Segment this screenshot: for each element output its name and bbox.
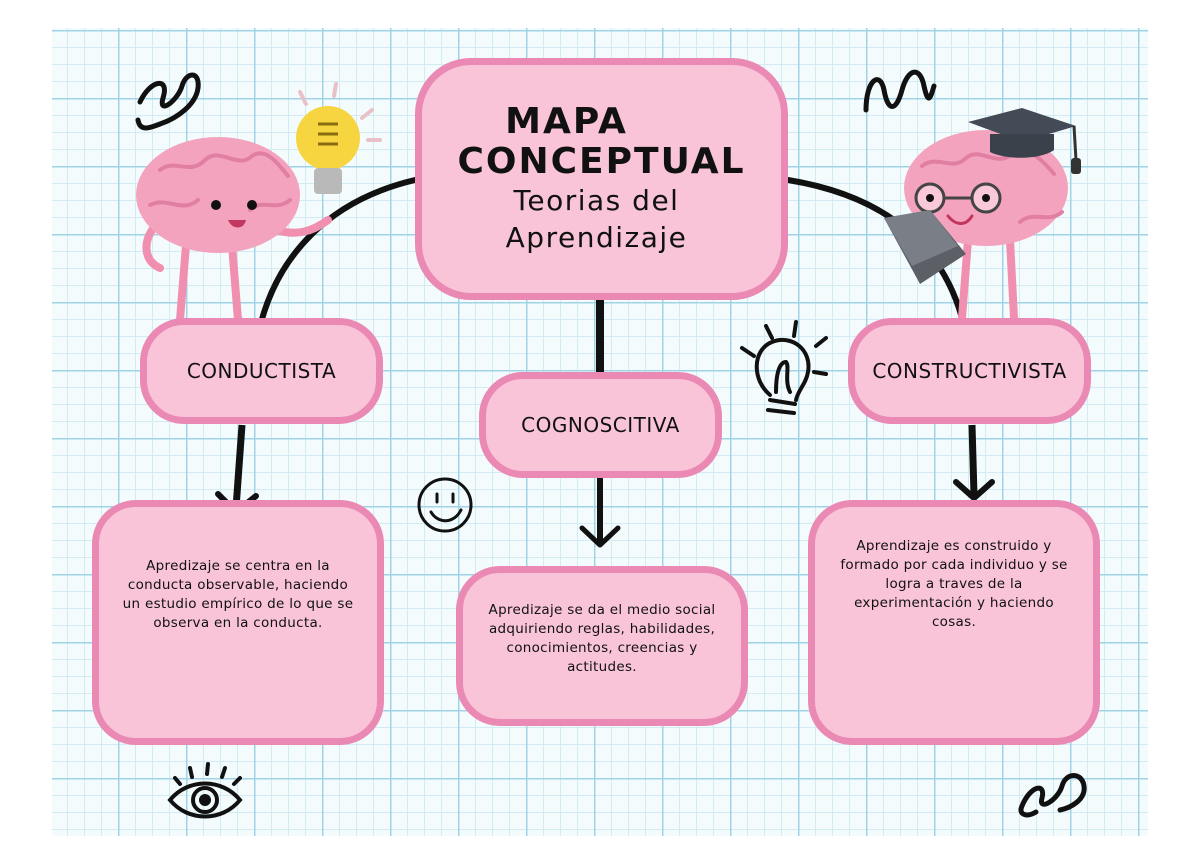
arrowhead-cognoscitiva-description <box>579 525 621 548</box>
description-text: Apredizaje se da el medio social adquiri… <box>488 602 716 675</box>
connector-title-to-conductista <box>255 177 418 338</box>
connector-conductista-to-description <box>232 424 246 509</box>
concept-conductista: CONDUCTISTA <box>140 318 383 424</box>
title-line-teorias: Teorias del <box>513 184 680 217</box>
concept-cognoscitiva: COGNOSCITIVA <box>479 372 722 478</box>
squiggle-icon <box>135 72 201 131</box>
title-line-aprendizaje: Aprendizaje <box>505 221 688 254</box>
description-cognoscitiva: Apredizaje se da el medio social adquiri… <box>456 566 748 726</box>
title-line-mapa: MAPA <box>505 101 628 142</box>
concept-label: CONDUCTISTA <box>186 359 337 383</box>
arrowhead-constructivista-description <box>953 479 995 501</box>
concept-label: CONSTRUCTIVISTA <box>872 359 1067 383</box>
description-conductista: Apredizaje se centra en la conducta obse… <box>92 500 384 745</box>
connector-constructivista-to-description <box>968 424 978 496</box>
eye-icon <box>167 762 243 819</box>
lightbulb-doodle-icon <box>740 320 828 415</box>
brain-with-graduation-cap-icon <box>884 108 1081 322</box>
title-box: MAPA CONCEPTUAL Teorias del Aprendizaje <box>415 58 788 300</box>
smiley-icon <box>417 477 473 533</box>
concept-label: COGNOSCITIVA <box>521 413 680 437</box>
description-text: Apredizaje se centra en la conducta obse… <box>122 558 354 631</box>
title-line-conceptual: CONCEPTUAL <box>457 141 746 182</box>
concept-constructivista: CONSTRUCTIVISTA <box>848 318 1091 424</box>
description-constructivista: Aprendizaje es construido y formado por … <box>808 500 1100 745</box>
brain-with-lightbulb-icon <box>136 82 382 324</box>
squiggle-icon <box>863 69 937 113</box>
squiggle-icon <box>1018 773 1087 818</box>
description-text: Aprendizaje es construido y formado por … <box>840 538 1068 630</box>
